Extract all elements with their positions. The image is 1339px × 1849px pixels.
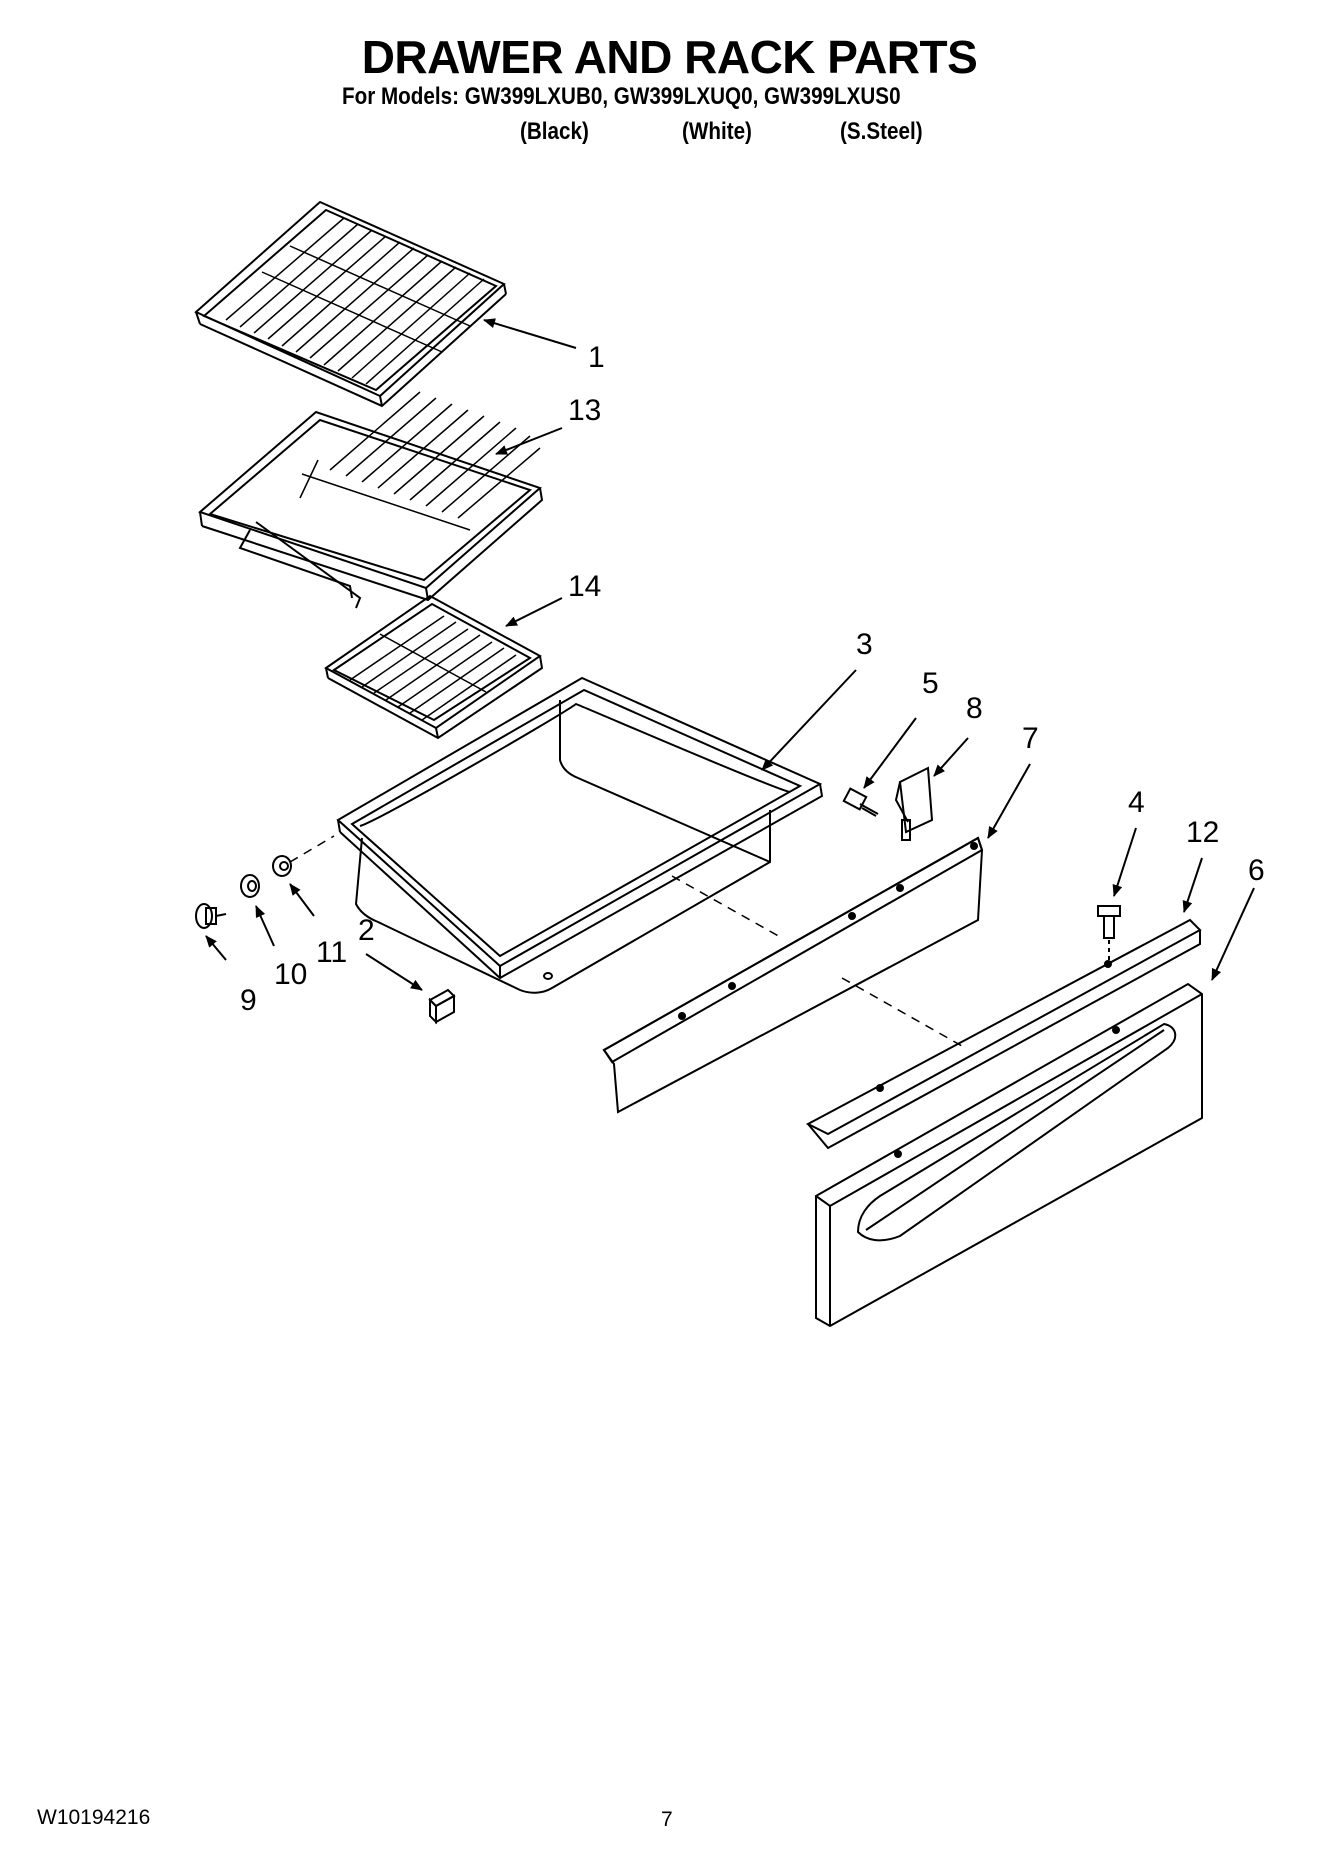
- screw-part-4: [1097, 905, 1121, 960]
- spacer-part-10: [240, 874, 260, 898]
- wheel-part-9: [195, 903, 227, 929]
- callout-8: 8: [966, 692, 983, 725]
- callout-1: 1: [588, 341, 605, 374]
- assembly-dash-lines: [289, 835, 963, 1047]
- callout-2: 2: [358, 914, 375, 947]
- bracket-part-8: [894, 766, 934, 841]
- finish-white: (White): [682, 118, 752, 145]
- glide-block-part-2: [428, 988, 456, 1025]
- page-title: DRAWER AND RACK PARTS: [361, 31, 978, 83]
- document-number: W10194216: [37, 1806, 151, 1829]
- callout-labels: 1 13 14 3 5 8 7 4 12 6 2 9 10 11: [240, 341, 1265, 1017]
- nut-part-11: [272, 855, 292, 877]
- callout-5: 5: [922, 667, 939, 700]
- page-number: 7: [661, 1808, 673, 1831]
- callout-12: 12: [1186, 816, 1219, 849]
- drawer-pan-part-3: [336, 676, 824, 994]
- callout-3: 3: [856, 628, 873, 661]
- callout-7: 7: [1022, 722, 1039, 755]
- small-rack-part-14: [324, 594, 544, 740]
- callout-6: 6: [1248, 854, 1265, 887]
- oven-rack-part-1: [194, 200, 507, 408]
- callout-4: 4: [1128, 786, 1145, 819]
- callout-9: 9: [240, 984, 257, 1017]
- finish-steel: (S.Steel): [840, 118, 923, 145]
- finish-black: (Black): [520, 118, 589, 145]
- drawer-rail-part-7: [602, 836, 984, 1114]
- callout-10: 10: [274, 958, 307, 991]
- screw-part-5: [842, 787, 879, 817]
- models-line: For Models: GW399LXUB0, GW399LXUQ0, GW39…: [342, 83, 901, 110]
- callout-13: 13: [568, 394, 601, 427]
- rack-frame-part-13: [198, 391, 544, 609]
- leader-arrows: [205, 318, 1255, 991]
- trim-strip-part-12: [805, 918, 1202, 1150]
- drawer-front-part-6: [815, 982, 1203, 1328]
- callout-11: 11: [316, 936, 347, 969]
- callout-14: 14: [568, 570, 601, 603]
